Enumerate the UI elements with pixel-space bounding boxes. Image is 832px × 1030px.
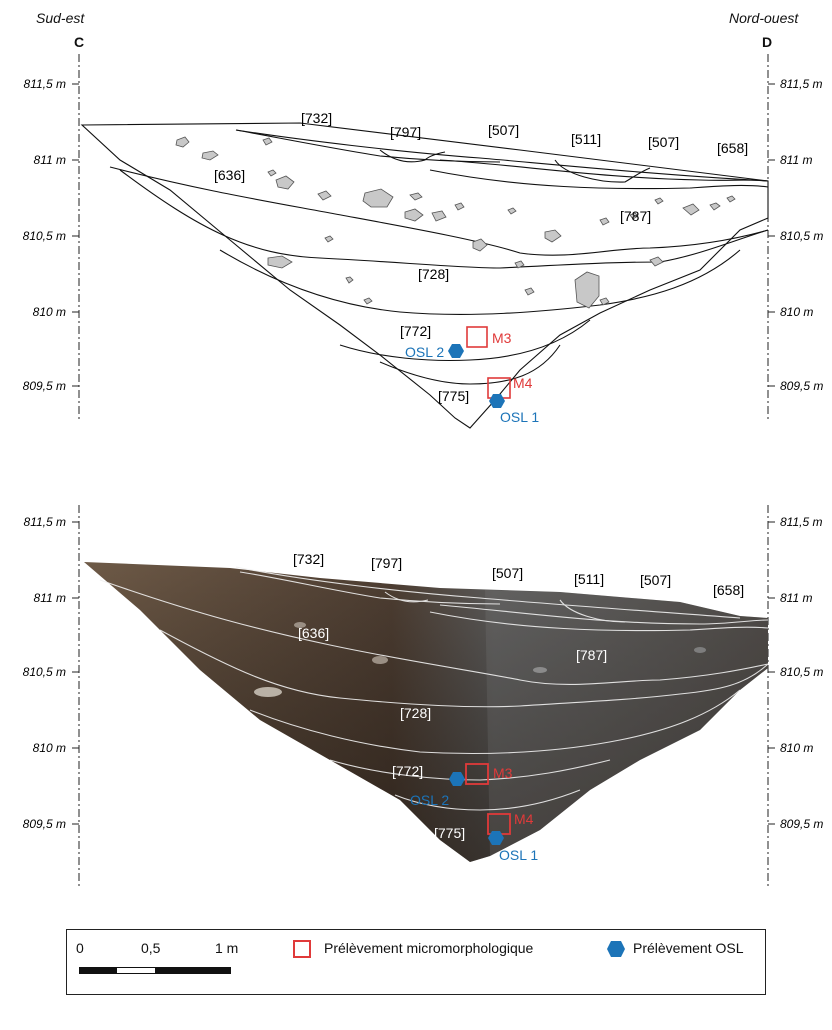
elev-label-top-right-5: 809,5 m	[780, 379, 823, 393]
elev-label-top-right-1: 811,5 m	[780, 77, 822, 91]
drawing-label-507a: [507]	[488, 122, 519, 138]
photo-label-511: [511]	[574, 571, 604, 587]
photo-label-636: [636]	[298, 625, 329, 641]
photo-sample-osl2-marker	[449, 772, 465, 786]
drawing-sample-m3-label: M3	[492, 330, 512, 346]
scale-tick-0: 0	[76, 940, 84, 956]
drawing-label-511: [511]	[571, 131, 601, 147]
drawing-label-636: [636]	[214, 167, 245, 183]
elev-label-bottom-left-2: 811 m	[34, 591, 66, 605]
elev-label-bottom-left-1: 811,5 m	[24, 515, 66, 529]
photo-label-787: [787]	[576, 647, 607, 663]
boundary-636-lower	[109, 166, 769, 256]
elev-label-bottom-right-2: 811 m	[780, 591, 812, 605]
section-drawing	[80, 122, 769, 429]
elev-label-bottom-right-5: 809,5 m	[780, 817, 823, 831]
elev-label-top-left-2: 811 m	[34, 153, 66, 167]
legend-micro-label: Prélèvement micromorphologique	[324, 940, 534, 956]
photo-label-732: [732]	[293, 551, 324, 567]
photo-sample-m3-label: M3	[493, 765, 513, 781]
photo-sample-m4-label: M4	[514, 811, 534, 827]
elev-label-bottom-left-3: 810,5 m	[23, 665, 66, 679]
photo-label-507b: [507]	[640, 572, 671, 588]
scale-bar	[79, 967, 231, 974]
drawing-label-787: [787]	[620, 208, 651, 224]
elev-label-top-left-1: 811,5 m	[24, 77, 66, 91]
photo-label-775: [775]	[434, 825, 465, 841]
elev-label-top-right-2: 811 m	[780, 153, 812, 167]
photo-label-507a: [507]	[492, 565, 523, 581]
elev-label-top-left-4: 810 m	[33, 305, 66, 319]
elev-label-top-right-4: 810 m	[780, 305, 813, 319]
drawing-label-732: [732]	[301, 110, 332, 126]
elev-label-bottom-right-4: 810 m	[780, 741, 813, 755]
section-photo	[84, 562, 769, 862]
drawing-label-507b: [507]	[648, 134, 679, 150]
drawing-label-797: [797]	[390, 124, 421, 140]
micromorphology-sample-icon	[293, 940, 311, 958]
osl-sample-icon	[607, 941, 625, 957]
elevation-ticks-bottom	[72, 521, 775, 825]
elev-label-bottom-right-1: 811,5 m	[780, 515, 822, 529]
boundary-728-top	[119, 169, 769, 269]
boundary-728-lower	[219, 249, 741, 315]
drawing-label-658: [658]	[717, 140, 748, 156]
boundary-top-layer	[235, 129, 769, 182]
drawing-sample-osl1-label: OSL 1	[500, 409, 539, 425]
photo-sample-osl2-label: OSL 2	[410, 792, 449, 808]
stones	[175, 136, 736, 309]
photo-label-728: [728]	[400, 705, 431, 721]
drawing-outline	[80, 122, 769, 429]
elev-label-top-left-3: 810,5 m	[23, 229, 66, 243]
section-figure: 811,5 m 811 m 810,5 m 810 m 809,5 m 811,…	[23, 54, 823, 888]
elev-label-bottom-right-3: 810,5 m	[780, 665, 823, 679]
orientation-northwest: Nord-ouest	[729, 10, 799, 26]
drawing-label-772: [772]	[400, 323, 431, 339]
elev-label-top-left-5: 809,5 m	[23, 379, 66, 393]
elev-label-bottom-left-5: 809,5 m	[23, 817, 66, 831]
point-c-label: C	[74, 34, 85, 50]
photo-label-658: [658]	[713, 582, 744, 598]
elev-label-bottom-left-4: 810 m	[33, 741, 66, 755]
drawing-sample-m4-label: M4	[513, 375, 533, 391]
drawing-sample-osl2-label: OSL 2	[405, 344, 444, 360]
photo-label-772: [772]	[392, 763, 423, 779]
drawing-label-728: [728]	[418, 266, 449, 282]
orientation-southeast: Sud-est	[36, 10, 85, 26]
drawing-sample-osl1-marker	[489, 394, 505, 408]
drawing-label-775: [775]	[438, 388, 469, 404]
elevation-ticks-top	[72, 83, 775, 387]
legend-osl-label: Prélèvement OSL	[633, 940, 744, 956]
point-d-label: D	[762, 34, 773, 50]
drawing-sample-m3-marker	[466, 326, 488, 348]
drawing-sample-osl2-marker	[448, 344, 464, 358]
photo-sample-osl1-label: OSL 1	[499, 847, 538, 863]
boundary-775-top	[379, 344, 561, 385]
photo-sample-m3-marker	[465, 763, 489, 785]
scale-tick-05: 0,5	[141, 940, 161, 956]
boundary-772-lower	[339, 319, 591, 362]
photo-sample-osl1-marker	[488, 831, 504, 845]
legend-box: 0 0,5 1 m Prélèvement micromorphologique…	[66, 929, 766, 995]
scale-tick-1m: 1 m	[215, 940, 239, 956]
elev-label-top-right-3: 810,5 m	[780, 229, 823, 243]
photo-label-797: [797]	[371, 555, 402, 571]
